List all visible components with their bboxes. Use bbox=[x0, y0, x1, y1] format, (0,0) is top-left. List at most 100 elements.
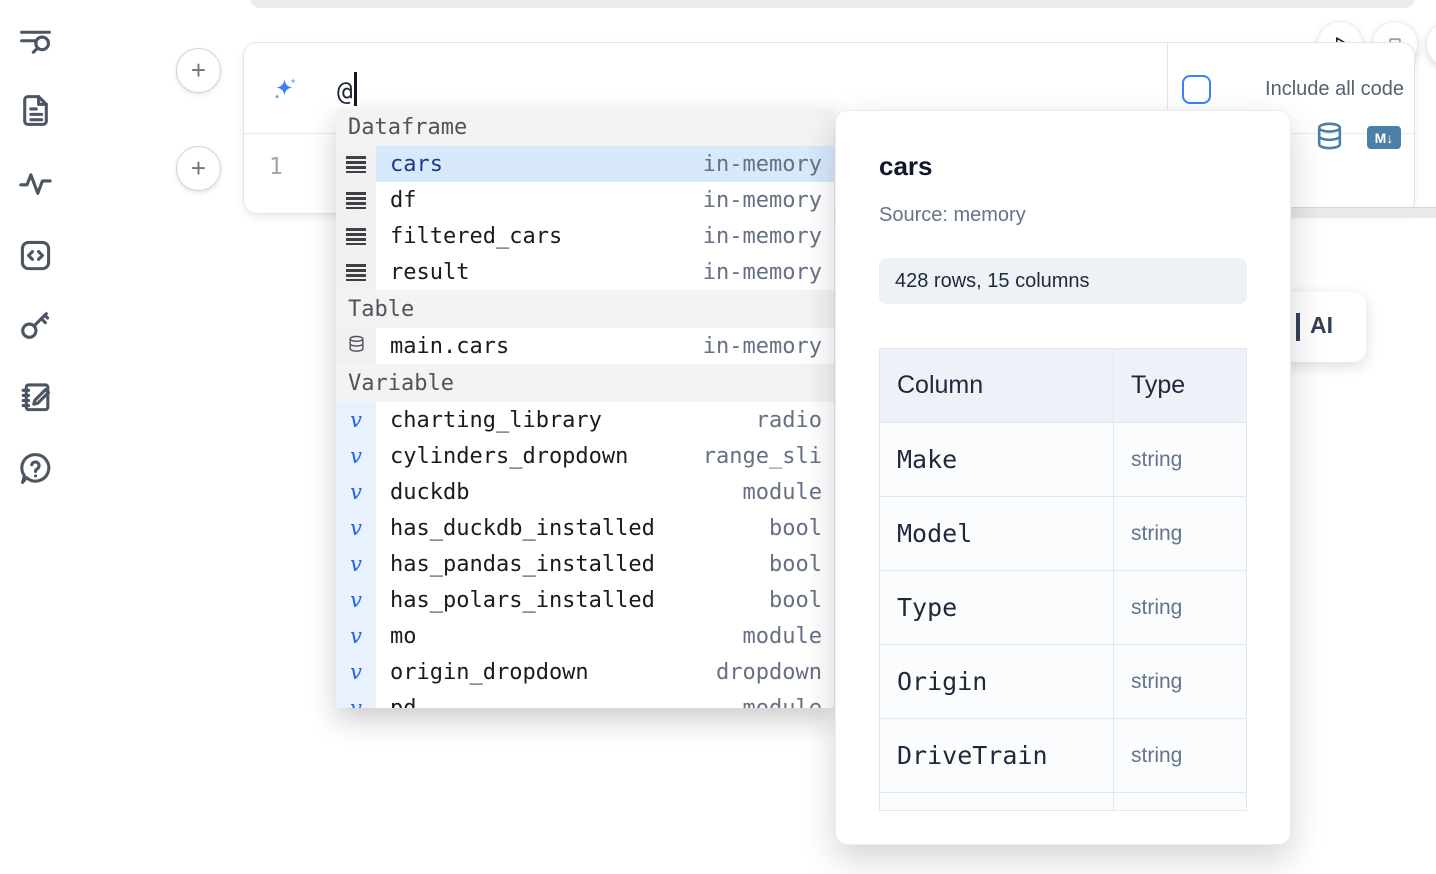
dataframe-icon bbox=[346, 227, 366, 245]
completion-item-type: in-memory bbox=[702, 333, 822, 359]
schema-type-header: Type bbox=[1113, 349, 1246, 422]
help-chat-icon[interactable] bbox=[17, 450, 54, 487]
completion-item-type: dropdown bbox=[716, 659, 822, 685]
schema-row bbox=[880, 793, 1246, 810]
previous-cell-edge bbox=[250, 0, 1415, 8]
convert-to-markdown-button[interactable]: M↓ bbox=[1367, 126, 1401, 149]
schema-column-type: string bbox=[1131, 743, 1183, 767]
code-editor-row[interactable]: 1 M↓ bbox=[244, 122, 1414, 213]
schema-column-type: string bbox=[1131, 447, 1183, 471]
completion-item-name: cars bbox=[390, 151, 443, 177]
add-cell-below-button[interactable]: + bbox=[176, 146, 221, 191]
variable-icon: v bbox=[350, 479, 362, 504]
completion-item-type: module bbox=[742, 623, 822, 649]
dataframe-icon bbox=[346, 263, 366, 281]
dataframe-icon bbox=[346, 191, 366, 209]
ai-button-label: AI bbox=[1310, 312, 1333, 338]
dataframe-icon bbox=[346, 155, 366, 173]
completion-item-name: origin_dropdown bbox=[390, 659, 589, 685]
completion-item-name: filtered_cars bbox=[390, 223, 563, 249]
schema-column-type: string bbox=[1131, 521, 1183, 545]
sidebar bbox=[0, 0, 72, 874]
completion-item-type: radio bbox=[755, 407, 822, 433]
variable-icon: v bbox=[350, 443, 362, 468]
completion-item-name: has_polars_installed bbox=[390, 587, 655, 613]
completion-item-type: in-memory bbox=[702, 259, 822, 285]
variable-icon: v bbox=[350, 623, 362, 648]
schema-header-row: Column Type bbox=[880, 349, 1246, 423]
extra-round-button[interactable] bbox=[1426, 21, 1436, 67]
variable-icon: v bbox=[350, 551, 362, 576]
completion-item-name: mo bbox=[390, 623, 417, 649]
schema-row: DriveTrain string bbox=[880, 719, 1246, 793]
schema-column-type: string bbox=[1131, 669, 1183, 693]
completion-item-type: module bbox=[742, 479, 822, 505]
search-list-icon[interactable] bbox=[17, 23, 54, 60]
completion-item-name: has_pandas_installed bbox=[390, 551, 655, 577]
preview-title: cars bbox=[879, 151, 933, 181]
completion-item-type: bool bbox=[769, 515, 822, 541]
key-icon[interactable] bbox=[17, 306, 54, 343]
markdown-icon: M↓ bbox=[1374, 129, 1394, 146]
completion-item-charting_library[interactable]: v charting_library radio bbox=[336, 402, 834, 438]
completion-item-main.cars[interactable]: main.cars in-memory bbox=[336, 328, 834, 364]
schema-column-name: Model bbox=[897, 519, 973, 548]
completion-item-type: in-memory bbox=[702, 187, 822, 213]
completion-item-pd[interactable]: v pd module bbox=[336, 690, 834, 708]
variable-icon: v bbox=[350, 407, 362, 432]
schema-row: Model string bbox=[880, 497, 1246, 571]
completion-item-name: charting_library bbox=[390, 407, 602, 433]
completion-section-header: Table bbox=[336, 290, 834, 328]
completion-item-type: in-memory bbox=[702, 151, 822, 177]
prompt-divider bbox=[1167, 44, 1168, 133]
completion-item-type: module bbox=[742, 695, 822, 709]
schema-column-name: DriveTrain bbox=[897, 741, 1048, 770]
completion-item-name: pd bbox=[390, 695, 417, 709]
completion-item-name: duckdb bbox=[390, 479, 470, 505]
completion-item-duckdb[interactable]: v duckdb module bbox=[336, 474, 834, 510]
completion-item-has_polars_installed[interactable]: v has_polars_installed bool bbox=[336, 582, 834, 618]
convert-to-sql-button[interactable] bbox=[1314, 120, 1345, 153]
occluded-letter-fragment bbox=[1296, 313, 1300, 341]
variable-icon: v bbox=[350, 587, 362, 612]
table-cylinder-icon bbox=[347, 334, 366, 359]
include-all-code-checkbox[interactable] bbox=[1182, 75, 1211, 104]
completion-item-cars[interactable]: cars in-memory bbox=[336, 146, 834, 182]
schema-column-name: Type bbox=[897, 593, 958, 622]
schema-col-header: Column bbox=[897, 371, 984, 399]
document-icon[interactable] bbox=[17, 92, 54, 129]
rows-columns-badge: 428 rows, 15 columns bbox=[879, 258, 1247, 304]
scratchpad-icon[interactable] bbox=[17, 378, 54, 415]
dataset-preview-panel: cars Source: memory 428 rows, 15 columns… bbox=[835, 110, 1291, 845]
completion-item-name: main.cars bbox=[390, 333, 510, 359]
database-icon bbox=[1317, 122, 1342, 150]
completion-item-has_pandas_installed[interactable]: v has_pandas_installed bool bbox=[336, 546, 834, 582]
variable-icon: v bbox=[350, 695, 362, 708]
line-number: 1 bbox=[269, 154, 283, 180]
completion-section-header: Variable bbox=[336, 364, 834, 402]
completion-item-mo[interactable]: v mo module bbox=[336, 618, 834, 654]
preview-source: Source: memory bbox=[879, 204, 1026, 226]
completion-item-name: has_duckdb_installed bbox=[390, 515, 655, 541]
text-cursor bbox=[354, 72, 357, 106]
add-cell-above-button[interactable]: + bbox=[176, 48, 221, 93]
ai-sparkle-icon bbox=[275, 78, 296, 99]
code-square-icon[interactable] bbox=[17, 237, 54, 274]
completion-section-header: Dataframe bbox=[336, 108, 834, 146]
completion-item-type: bool bbox=[769, 551, 822, 577]
completion-item-type: bool bbox=[769, 587, 822, 613]
ai-prompt-input[interactable]: @ bbox=[337, 77, 353, 107]
activity-icon[interactable] bbox=[17, 164, 54, 201]
